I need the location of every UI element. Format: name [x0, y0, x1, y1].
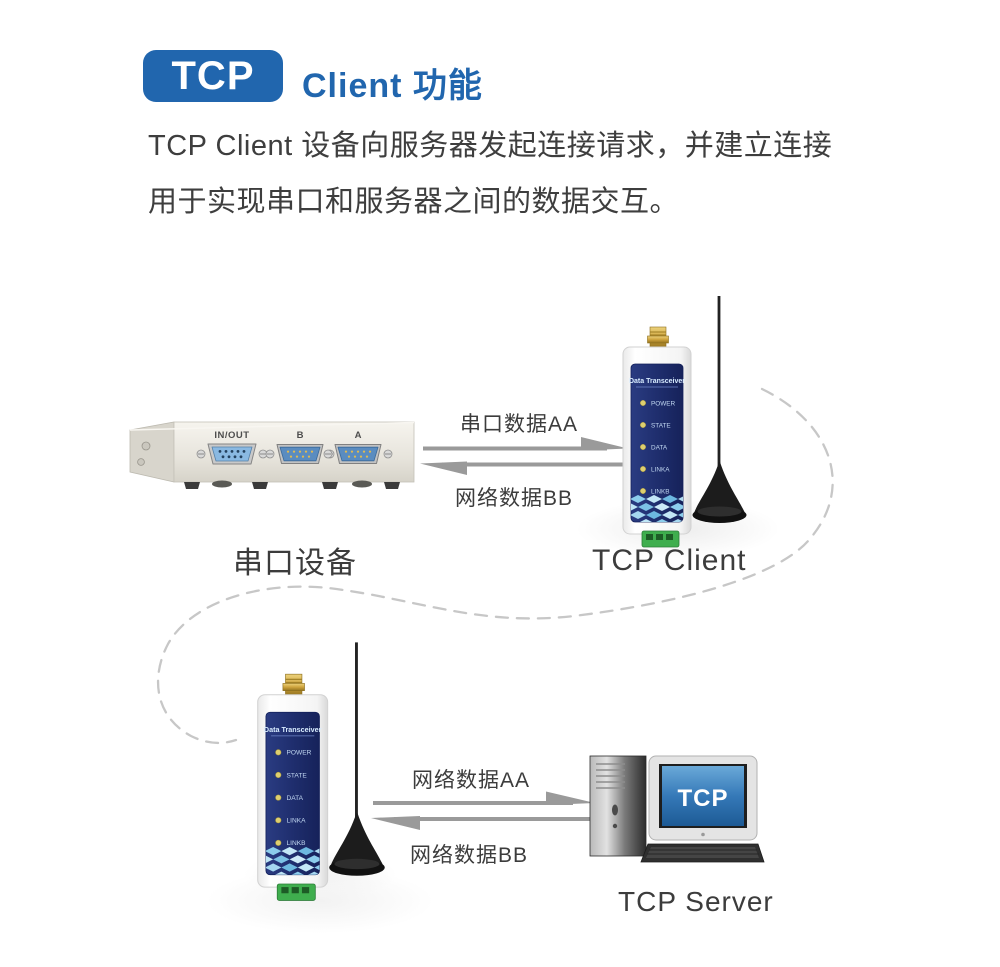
- server-to-transceiver-arrow: [371, 816, 594, 830]
- description-line-2: 用于实现串口和服务器之间的数据交互。: [148, 186, 680, 218]
- client-to-serial-arrow: [420, 461, 626, 475]
- tcp-server-label: TCP Server: [618, 886, 774, 917]
- tcp-client-label: TCP Client: [592, 544, 747, 577]
- tcp-server-computer: TCP: [589, 755, 765, 863]
- link1-bottom-label: 网络数据BB: [455, 487, 574, 510]
- link2-top-label: 网络数据AA: [412, 769, 531, 792]
- serial-to-client-arrow: [423, 437, 628, 451]
- computer-tower-icon: [589, 755, 647, 857]
- serial-device-side: [129, 421, 175, 483]
- link1-top-label: 串口数据AA: [460, 413, 579, 436]
- port-inout-label: IN/OUT: [214, 430, 249, 441]
- tcp-client-device: [598, 296, 773, 556]
- field-transceiver-device: [232, 642, 412, 910]
- computer-monitor-icon: TCP: [648, 755, 758, 841]
- description: TCP Client 设备向服务器发起连接请求，并建立连接 用于实现串口和服务器…: [148, 118, 908, 230]
- link2-bottom-label: 网络数据BB: [410, 844, 529, 867]
- computer-keyboard-icon: [640, 843, 765, 863]
- description-line-1: TCP Client 设备向服务器发起连接请求，并建立连接: [148, 130, 833, 162]
- server-screen-text: TCP: [678, 785, 729, 812]
- port-a: A: [323, 430, 393, 464]
- serial-device-feet: [184, 480, 400, 489]
- link1-arrows: [420, 437, 628, 475]
- port-b-label: B: [297, 430, 304, 441]
- header-badge-label: TCP: [171, 53, 255, 98]
- header-badge: TCP: [143, 50, 283, 102]
- link2-arrows: [371, 791, 595, 830]
- transceiver-to-server-arrow: [373, 791, 595, 805]
- serial-device-label: 串口设备: [233, 547, 357, 580]
- page-title: Client 功能: [302, 67, 483, 105]
- serial-device-image: IN/OUT B A: [129, 421, 415, 489]
- port-a-label: A: [355, 430, 362, 441]
